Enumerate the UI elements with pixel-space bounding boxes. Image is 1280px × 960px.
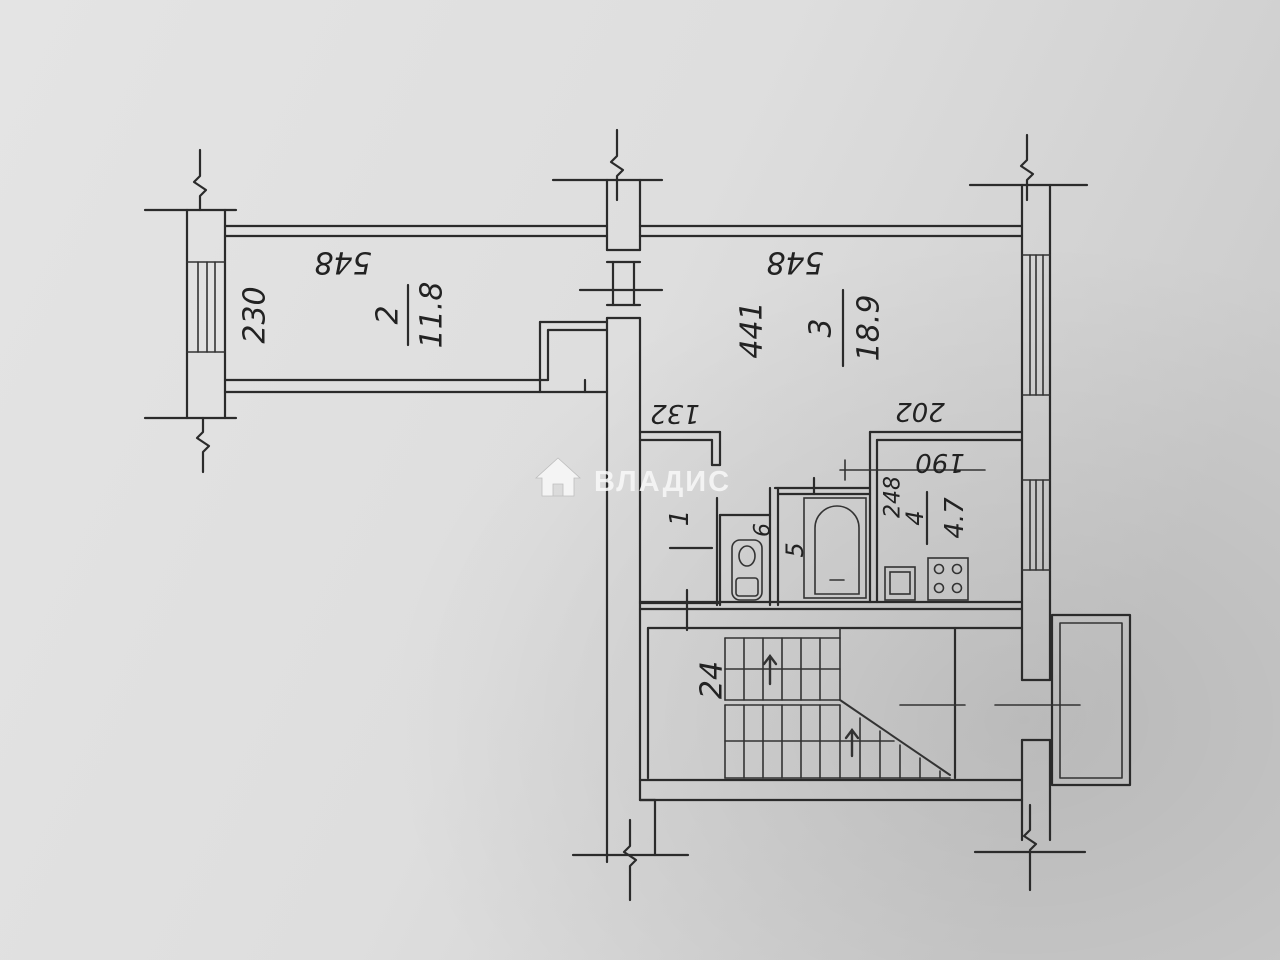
room-2-area: 11.8 (415, 282, 450, 349)
room-6-walls (718, 486, 780, 607)
sink-icon (884, 566, 916, 601)
room-3-width: 441 (735, 301, 770, 358)
room-4-fraction: 4 4.7 (901, 490, 970, 546)
watermark: ВЛАДИС (534, 457, 731, 498)
central-wall (551, 128, 690, 902)
stairwell-label: 24 (695, 661, 730, 699)
window-icon (186, 261, 226, 353)
bathtub-icon (803, 497, 867, 599)
room-4-width: 248 (881, 476, 906, 518)
room-2-fraction: 2 11.8 (371, 282, 450, 349)
watermark-brand: ВЛАДИС (594, 466, 731, 498)
room-3-walls (638, 224, 1024, 238)
room-1-number: 1 (665, 510, 695, 527)
room-2-length: 548 (314, 245, 371, 280)
stove-icon (927, 557, 969, 601)
room-3-area: 18.9 (852, 295, 887, 362)
room-2-walls (223, 224, 609, 394)
room-2-number: 2 (371, 305, 406, 324)
stairwell-wall (638, 600, 1024, 802)
left-outer-wall (143, 148, 238, 474)
balcony (994, 613, 1132, 787)
room-4-length: 202 (895, 396, 945, 426)
room-5-number: 5 (781, 542, 809, 557)
room-3-length: 548 (766, 245, 823, 280)
room-4-number: 4 (901, 510, 929, 525)
room-4-area: 4.7 (940, 497, 970, 539)
room-3-fraction: 3 18.9 (804, 288, 887, 368)
room-4-inner-length: 190 (915, 447, 965, 477)
window-icon (1021, 479, 1051, 571)
room-2-width: 230 (238, 286, 273, 343)
room-1-dimension: 132 (650, 398, 700, 428)
dimension-line-190 (839, 459, 986, 481)
toilet-icon (731, 539, 763, 601)
room-5-walls (773, 476, 872, 496)
room-4-walls (868, 430, 1024, 604)
window-icon (1021, 254, 1051, 396)
room-3-number: 3 (804, 318, 839, 337)
stairs-icon (724, 627, 966, 779)
room-6-number: 6 (751, 523, 776, 537)
house-icon (534, 457, 582, 497)
